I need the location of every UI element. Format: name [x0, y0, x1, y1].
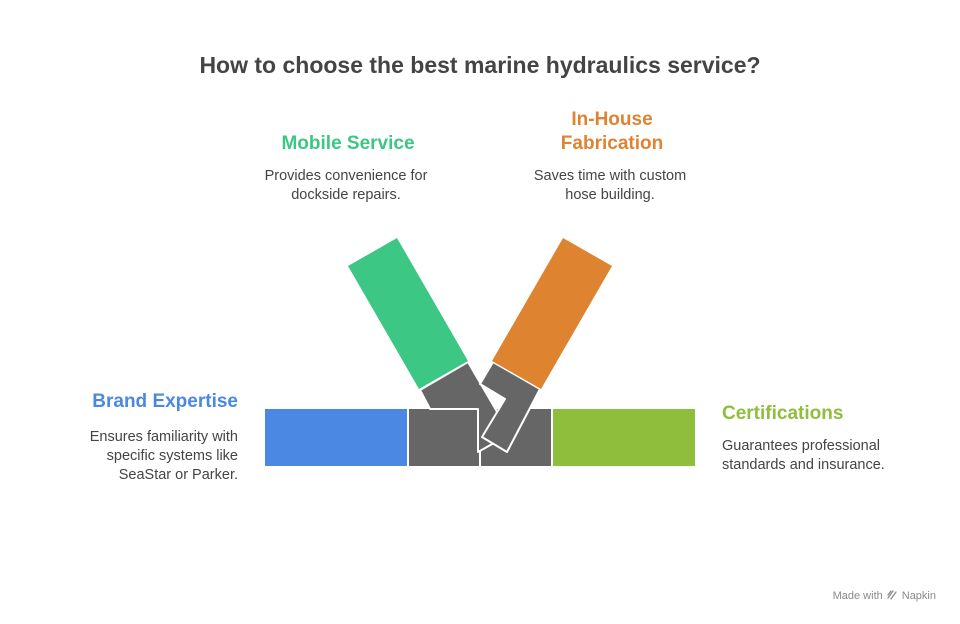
fabrication-connector-elbow [479, 361, 541, 453]
certifications-heading: Certifications [722, 403, 844, 424]
fabrication-description-line: Saves time with custom [533, 168, 687, 184]
footer-attribution: Made with Napkin [833, 589, 936, 603]
brand-expertise-description-line: SeaStar or Parker. [118, 467, 238, 483]
mobile-service-description-line: Provides convenience for [264, 168, 428, 184]
napkin-logo-icon [887, 589, 898, 603]
brand-expertise-description-line: Ensures familiarity with [89, 429, 238, 445]
fabrication-heading: In-House Fabrication [512, 108, 712, 156]
fabrication-description: Saves time with custom hose building. [510, 167, 710, 205]
fabrication-description-line: hose building. [565, 187, 655, 203]
brand-expertise-bar [265, 409, 407, 466]
page-title: How to choose the best marine hydraulics… [199, 52, 761, 78]
fabrication-heading-line: Fabrication [560, 133, 664, 154]
certifications-description-line: Guarantees professional [722, 438, 880, 454]
mobile-service-heading: Mobile Service [281, 133, 415, 154]
certifications-description-line: standards and insurance. [722, 457, 885, 473]
napkin-brand-label: Napkin [901, 590, 936, 602]
brand-expertise-description: Ensures familiarity with specific system… [38, 428, 238, 485]
mobile-service-description: Provides convenience for dockside repair… [246, 167, 446, 205]
brand-expertise-heading: Brand Expertise [92, 391, 238, 412]
certifications-bar [553, 409, 695, 466]
certifications-description: Guarantees professional standards and in… [722, 437, 942, 475]
mobile-service-bar [348, 238, 468, 389]
brand-expertise-description-line: specific systems like [106, 448, 238, 464]
mobile-service-description-line: dockside repairs. [291, 187, 401, 203]
left-connector-block [409, 409, 479, 466]
made-with-label: Made with [832, 590, 883, 602]
fabrication-heading-line: In-House [571, 109, 653, 130]
fabrication-bar [492, 238, 612, 389]
